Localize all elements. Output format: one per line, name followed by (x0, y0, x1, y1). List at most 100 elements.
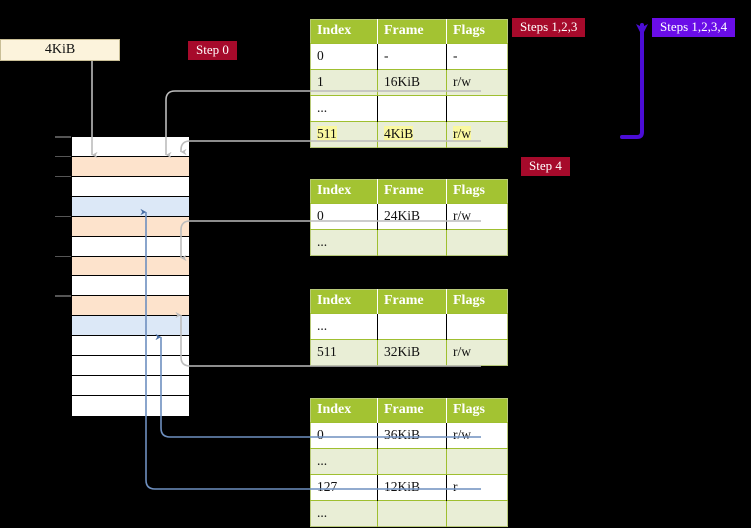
cell-flags: r/w (446, 69, 508, 96)
memory-row (72, 216, 189, 237)
memory-row (72, 296, 189, 317)
cell-flags (446, 448, 508, 475)
memory-row (72, 256, 189, 277)
memory-row (72, 236, 189, 257)
cell-flags (446, 500, 508, 527)
cell-flags: r/w (446, 203, 508, 230)
memory-row (72, 396, 189, 416)
table-row: ... (310, 448, 508, 475)
column-header-flags: Flags (446, 289, 508, 314)
memory-row (72, 176, 189, 197)
column-header-flags: Flags (446, 179, 508, 204)
table-header-row: Index Frame Flags (310, 179, 508, 204)
cell-flags: r/w (446, 339, 508, 366)
column-header-index: Index (310, 179, 378, 204)
cell-frame: 4KiB (377, 121, 447, 148)
cell-flags (446, 313, 508, 340)
column-header-flags: Flags (446, 398, 508, 423)
memory-tick-mark (55, 155, 71, 158)
memory-row (72, 316, 189, 337)
memory-tick-mark (55, 215, 71, 218)
column-header-index: Index (310, 19, 378, 44)
cell-flags (446, 95, 508, 122)
cell-index: 511 (310, 339, 378, 366)
badge-steps-1-2-3-4: Steps 1,2,3,4 (652, 18, 736, 38)
badge-steps-1-2-3-label: Steps 1,2,3 (512, 18, 586, 38)
cell-index: 127 (310, 474, 378, 501)
cell-index: ... (310, 313, 378, 340)
table-header-row: Index Frame Flags (310, 289, 508, 314)
cell-frame: 12KiB (377, 474, 447, 501)
cell-index: 0 (310, 203, 378, 230)
cell-index: 1 (310, 69, 378, 96)
column-header-frame: Frame (377, 19, 447, 44)
cell-index: ... (310, 229, 378, 256)
cell-frame: 24KiB (377, 203, 447, 230)
table-row: ... (310, 229, 508, 256)
cell-index: ... (310, 500, 378, 527)
table-row: ... (310, 313, 508, 340)
memory-row (72, 356, 189, 377)
column-header-flags: Flags (446, 19, 508, 44)
cell-flags: - (446, 43, 508, 70)
table-header-row: Index Frame Flags (310, 19, 508, 44)
cell-index: 511 (310, 121, 378, 148)
column-header-frame: Frame (377, 289, 447, 314)
cell-index: 0 (310, 43, 378, 70)
cell-flags: r/w (446, 422, 508, 449)
memory-row (72, 376, 189, 397)
cell-frame: 36KiB (377, 422, 447, 449)
cell-flags: r/w (446, 121, 508, 148)
table-row: ... (310, 95, 508, 122)
memory-row (72, 336, 189, 357)
memory-row (72, 137, 189, 157)
cell-highlight: 511 (317, 126, 337, 141)
cell-frame (377, 448, 447, 475)
badge-step-4-label: Step 4 (521, 157, 570, 177)
cell-frame (377, 229, 447, 256)
cell-frame: 16KiB (377, 69, 447, 96)
cell-frame (377, 500, 447, 527)
memory-tick-mark (55, 136, 71, 138)
badge-steps-1-2-3: Steps 1,2,3 (512, 18, 586, 38)
column-header-frame: Frame (377, 179, 447, 204)
source-frame-label: 4KiB (44, 42, 76, 57)
cell-highlight: 4KiB (384, 126, 414, 141)
badge-step-4: Step 4 (521, 157, 570, 177)
memory-tick-mark (55, 175, 71, 178)
cell-frame (377, 95, 447, 122)
table-row: 511 4KiB r/w (310, 121, 508, 148)
cell-frame (377, 313, 447, 340)
arrow-steps-bracket (620, 23, 648, 139)
table-header-row: Index Frame Flags (310, 398, 508, 423)
cell-flags: r (446, 474, 508, 501)
physical-memory-column (71, 136, 190, 416)
badge-steps-1-2-3-4-label: Steps 1,2,3,4 (652, 18, 736, 38)
badge-step-0: Step 0 (188, 41, 237, 61)
column-header-frame: Frame (377, 398, 447, 423)
cell-flags (446, 229, 508, 256)
column-header-index: Index (310, 289, 378, 314)
memory-tick-mark (55, 295, 71, 297)
cell-index: 0 (310, 422, 378, 449)
cell-frame: 32KiB (377, 339, 447, 366)
memory-row (72, 276, 189, 297)
cell-highlight: r/w (453, 126, 471, 141)
table-row: ... (310, 500, 508, 527)
cell-index: ... (310, 95, 378, 122)
column-header-index: Index (310, 398, 378, 423)
source-frame-box: 4KiB (0, 39, 120, 61)
memory-tick-mark (55, 255, 71, 258)
cell-index: ... (310, 448, 378, 475)
memory-row (72, 156, 189, 177)
